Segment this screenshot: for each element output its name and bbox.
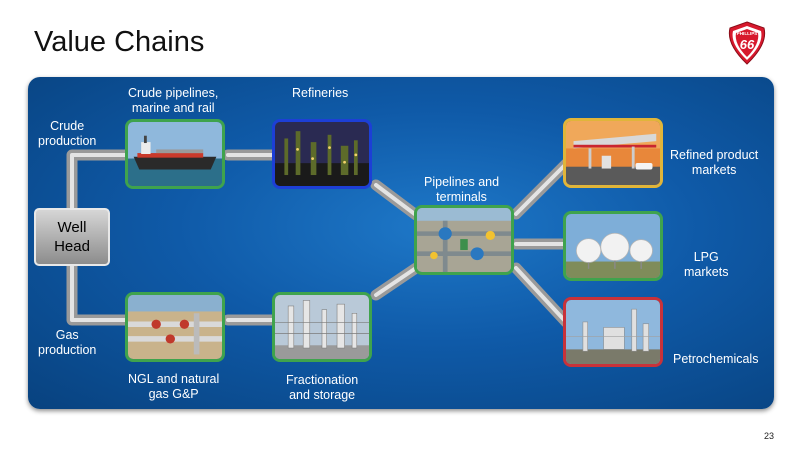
well-head-label-line1: Well	[57, 219, 87, 236]
gas-processing-image	[125, 292, 225, 362]
lpg-tanks-image	[563, 211, 663, 281]
refineries-label: Refineries	[292, 86, 349, 100]
petrochemicals-label: Petrochemicals	[673, 352, 759, 366]
well-head-box: Well Head	[34, 208, 110, 266]
svg-text:66: 66	[740, 37, 755, 52]
crude-pipelines-label: Crude pipelines,marine and rail	[128, 86, 219, 115]
pipeline-terminal-image	[414, 205, 514, 275]
svg-text:PHILLIPS: PHILLIPS	[737, 31, 758, 36]
page-title: Value Chains	[34, 26, 205, 58]
refinery-image	[272, 119, 372, 189]
tanker-ship-image	[125, 119, 225, 189]
well-head-label-line2: Head	[54, 238, 90, 255]
page-number: 23	[764, 431, 775, 441]
fractionation-image	[272, 292, 372, 362]
gas-station-image	[563, 118, 663, 188]
petrochemical-plant-image	[563, 297, 663, 367]
phillips-66-logo: PHILLIPS 66	[728, 21, 766, 65]
